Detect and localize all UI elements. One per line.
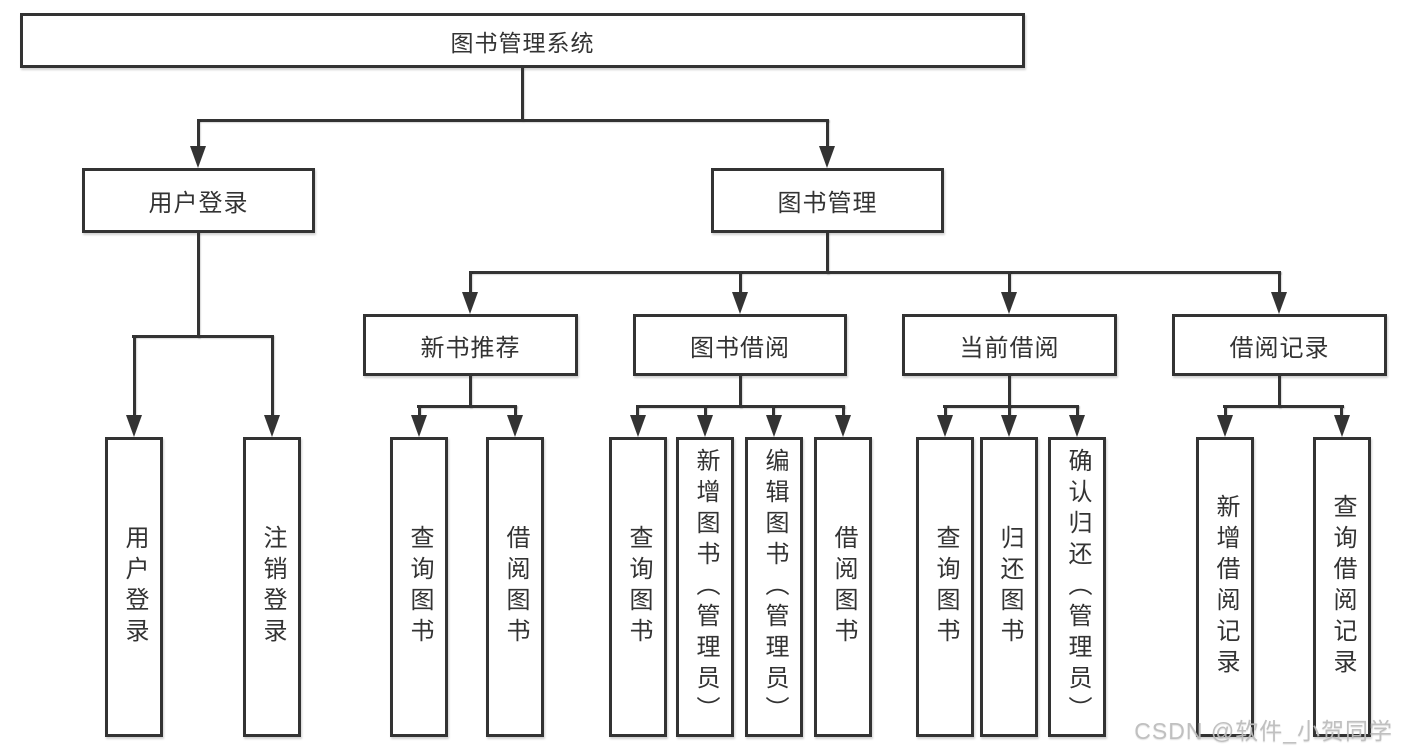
connector-user-login-stem [197,232,200,338]
node-book-borrowing: 图书借阅 [633,314,847,376]
connector-shaft [1008,405,1011,419]
connector-split-hline [636,405,845,408]
node-borrowing-records: 借阅记录 [1172,314,1387,376]
arrow-down-icon [819,146,835,168]
arrow-down-icon [190,146,206,168]
connector-shaft [842,405,845,419]
connector-shaft [271,335,274,417]
watermark: CSDN @软件_小贺同学 [1134,718,1393,744]
connector-shaft [469,271,472,294]
connector-shaft [1278,271,1281,294]
connector-stem [469,374,472,408]
arrow-down-icon [766,415,782,437]
connector-root-stem [521,67,524,121]
arrow-down-icon [1069,415,1085,437]
arrow-down-icon [1001,292,1017,314]
arrow-down-icon [630,415,646,437]
arrow-down-icon [1217,415,1233,437]
connector-shaft [944,405,947,419]
connector-split-hline [1223,405,1344,408]
connector-shaft [704,405,707,419]
arrow-down-icon [1334,415,1350,437]
connector-level3-hline [469,271,1281,274]
arrow-down-icon [732,292,748,314]
arrow-down-icon [697,415,713,437]
arrow-down-icon [264,415,280,437]
node-current-borrowing: 当前借阅 [902,314,1117,376]
connector-stem [1008,374,1011,408]
node-new-book-recommend: 新书推荐 [363,314,578,376]
arrow-down-icon [937,415,953,437]
node-library-system: 图书管理系统 [20,13,1025,68]
node-user-login: 用户登录 [82,168,315,233]
connector-shaft [772,405,775,419]
connector-shaft [1008,271,1011,294]
arrow-down-icon [507,415,523,437]
leaf-user-login: 用户登录 [105,437,163,737]
arrow-down-icon [1271,292,1287,314]
connector-shaft [1076,405,1079,419]
connector-level2-hline [197,119,829,122]
arrow-down-icon [835,415,851,437]
connector-shaft [514,405,517,419]
connector-stem [1278,374,1281,408]
leaf-edit-book-admin: 编辑图书（管理员） [745,437,803,737]
leaf-return-book: 归还图书 [980,437,1038,737]
connector-shaft [636,405,639,419]
connector-shaft [739,271,742,294]
arrow-down-icon [462,292,478,314]
connector-shaft [197,119,200,147]
node-book-management: 图书管理 [711,168,944,233]
connector-book-mgmt-stem [826,232,829,274]
leaf-query-borrow-record: 查询借阅记录 [1313,437,1371,737]
connector-split-hline [943,405,1079,408]
connector-shaft [1224,405,1227,419]
leaf-logout: 注销登录 [243,437,301,737]
connector-shaft [1340,405,1343,419]
connector-split-hline [417,405,517,408]
leaf-confirm-return-admin: 确认归还（管理员） [1048,437,1106,737]
leaf-add-borrow-record: 新增借阅记录 [1196,437,1254,737]
connector-shaft [418,405,421,419]
leaf-query-books-current: 查询图书 [916,437,974,737]
connector-user-login-hline [132,335,273,338]
leaf-add-book-admin: 新增图书（管理员） [676,437,734,737]
leaf-query-books-borrowing: 查询图书 [609,437,667,737]
arrow-down-icon [1001,415,1017,437]
arrow-down-icon [126,415,142,437]
connector-stem [739,374,742,408]
leaf-borrow-books: 借阅图书 [814,437,872,737]
leaf-borrow-books-recommend: 借阅图书 [486,437,544,737]
arrow-down-icon [411,415,427,437]
connector-shaft [826,119,829,147]
leaf-query-books-recommend: 查询图书 [390,437,448,737]
connector-shaft [133,335,136,417]
